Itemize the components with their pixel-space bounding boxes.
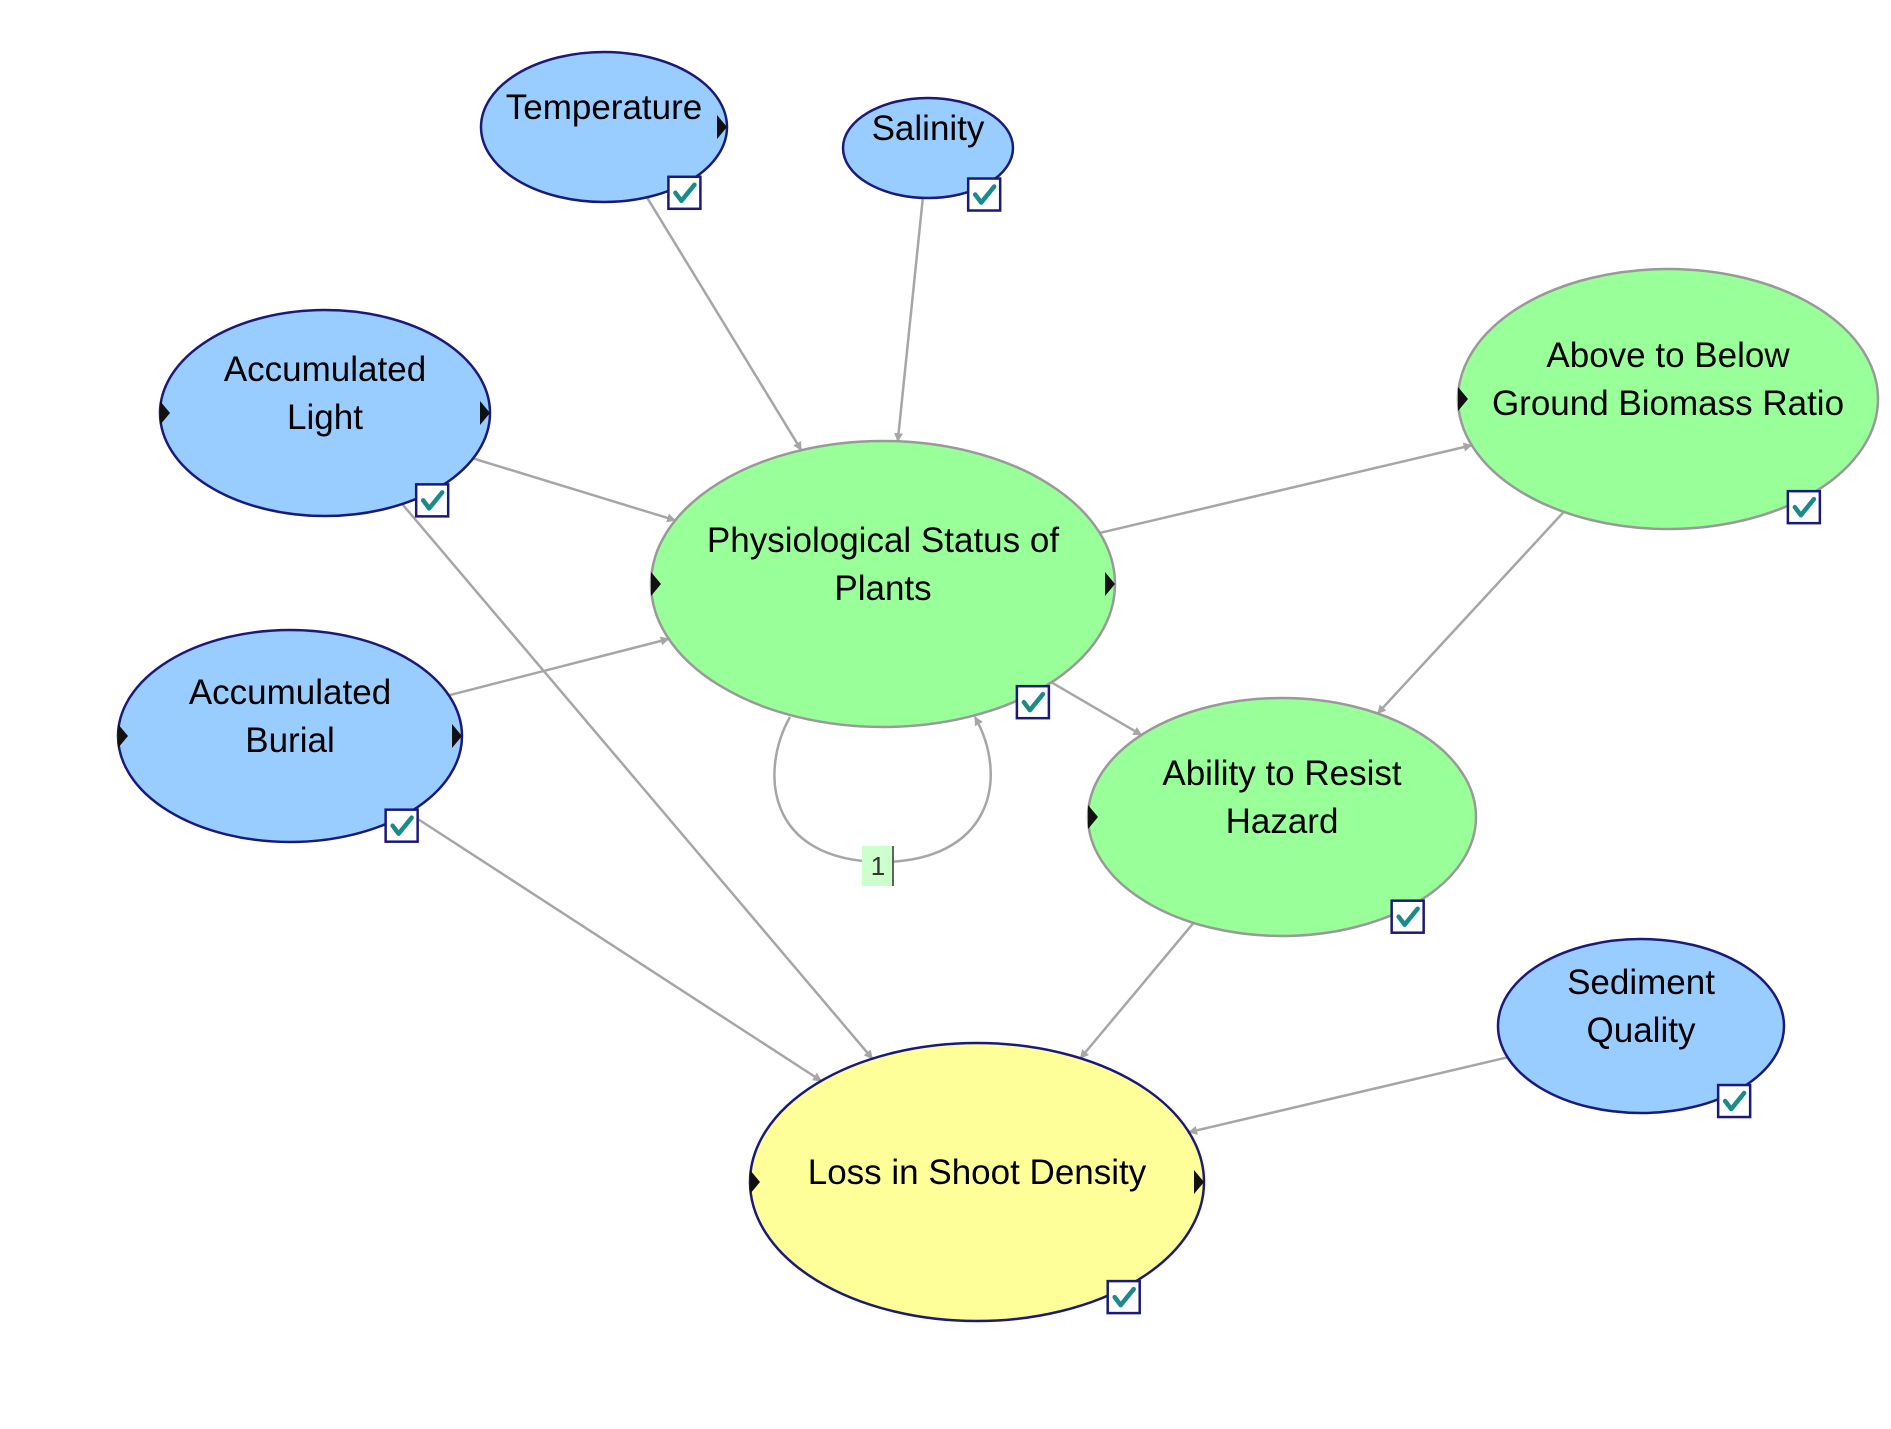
right-connector-icon[interactable]	[480, 401, 490, 425]
left-connector-icon[interactable]	[1088, 805, 1098, 829]
left-connector-icon[interactable]	[160, 401, 170, 425]
edge-ability-to-resist-to-loss-in-shoot-density	[1079, 922, 1195, 1060]
edge-salinity-to-physiological-status	[894, 197, 925, 443]
left-connector-icon[interactable]	[651, 572, 661, 596]
edges-layer	[401, 196, 1565, 1135]
checkmark-icon	[1112, 1286, 1136, 1308]
checkbox-icon[interactable]	[966, 177, 1002, 212]
right-connector-icon[interactable]	[1194, 1170, 1204, 1194]
edge-accumulated-light-to-physiological-status	[472, 457, 677, 523]
node-label-line: Above to Below	[1546, 336, 1790, 375]
node-ellipse[interactable]	[841, 96, 1015, 200]
edge-accumulated-light-to-loss-in-shoot-density	[401, 503, 874, 1060]
nodes-layer: TemperatureSalinityAccumulatedLightAccum…	[116, 50, 1880, 1323]
node-label-line: Burial	[245, 721, 334, 760]
node-loss-in-shoot-density[interactable]: Loss in Shoot Density	[748, 1041, 1206, 1323]
node-label-line: Ground Biomass Ratio	[1492, 384, 1844, 423]
node-label-line: Plants	[834, 569, 931, 608]
right-connector-icon[interactable]	[452, 724, 462, 748]
self-loop: 1	[773, 716, 992, 886]
node-label-line: Light	[287, 398, 363, 437]
node-label-line: Sediment	[1567, 963, 1715, 1002]
edge-accumulated-burial-to-loss-in-shoot-density	[407, 811, 822, 1082]
checkmark-icon	[673, 182, 697, 204]
right-connector-icon[interactable]	[717, 115, 727, 139]
node-label-line: Salinity	[872, 109, 985, 148]
edge-accumulated-burial-to-physiological-status	[448, 636, 670, 697]
edge-temperature-to-physiological-status	[645, 196, 803, 451]
checkmark-icon	[972, 184, 997, 205]
node-label-line: Physiological Status of	[707, 521, 1059, 560]
node-label-line: Hazard	[1226, 802, 1339, 841]
node-label-line: Ability to Resist	[1162, 754, 1402, 793]
node-label-line: Quality	[1587, 1011, 1696, 1050]
self-loop-label: 1	[871, 851, 885, 881]
self-loop-label-bg	[862, 846, 894, 886]
edge-biomass-ratio-to-ability-to-resist	[1376, 511, 1565, 715]
left-connector-icon[interactable]	[1458, 387, 1468, 411]
left-connector-icon[interactable]	[118, 724, 128, 748]
edge-physiological-status-to-biomass-ratio	[1099, 442, 1473, 535]
edge-physiological-status-to-ability-to-resist	[1050, 681, 1143, 737]
node-label-line: Accumulated	[224, 350, 426, 389]
checkmark-icon	[1396, 906, 1420, 927]
self-loop-edge	[773, 716, 992, 864]
checkmark-icon	[1021, 691, 1046, 713]
checkmark-icon	[390, 815, 414, 836]
checkbox-icon[interactable]	[1390, 899, 1425, 934]
node-label-line: Loss in Shoot Density	[808, 1153, 1147, 1192]
node-label-line: Accumulated	[189, 673, 391, 712]
node-temperature[interactable]: Temperature	[479, 50, 729, 211]
left-connector-icon[interactable]	[750, 1170, 760, 1194]
edge-sediment-quality-to-loss-in-shoot-density	[1188, 1056, 1508, 1135]
checkmark-icon	[420, 490, 445, 511]
right-connector-icon[interactable]	[1105, 572, 1115, 596]
node-salinity[interactable]: Salinity	[841, 96, 1015, 212]
checkmark-icon	[1722, 1090, 1747, 1112]
node-ellipse[interactable]	[1496, 937, 1786, 1115]
node-physiological-status[interactable]: Physiological Status of Plants	[649, 439, 1117, 729]
node-label-line: Temperature	[506, 88, 702, 127]
checkmark-icon	[1792, 496, 1817, 518]
